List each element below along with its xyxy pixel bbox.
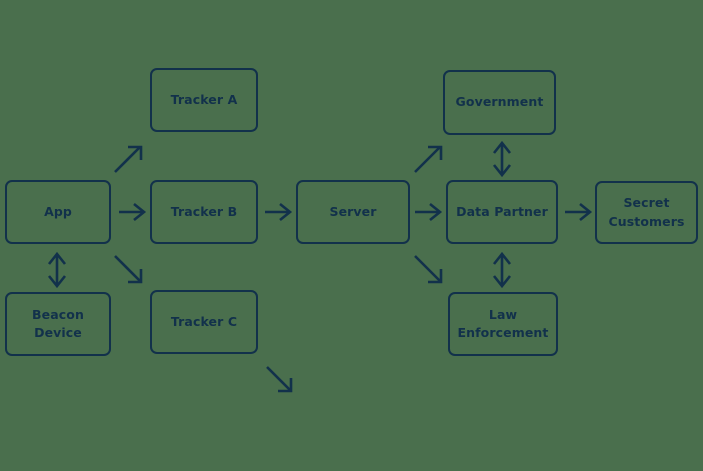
node-label-tracker-b: Tracker B [170,203,238,219]
node-label-government: Government [455,94,544,110]
arrow-tracker-c-downstream-icon [264,364,294,394]
node-beacon-device[interactable]: Beacon Device [5,292,111,356]
arrow-server-to-data-partner-icon [413,201,443,223]
node-tracker-c[interactable]: Tracker C [150,290,258,354]
node-tracker-b[interactable]: Tracker B [150,180,258,244]
arrow-tracker-b-to-server-icon [263,201,293,223]
node-data-partner[interactable]: Data Partner [446,180,558,244]
arrow-app-beacon-device-icon [45,251,69,289]
node-label-tracker-c: Tracker C [170,313,238,329]
node-label-tracker-a: Tracker A [170,91,238,107]
arrow-server-to-law-enforcement-icon [412,253,444,285]
node-government[interactable]: Government [443,70,556,135]
node-label-server: Server [329,203,377,219]
node-server[interactable]: Server [296,180,410,244]
node-label-law-enforcement: Law Enforcement [457,306,549,340]
node-law-enforcement[interactable]: Law Enforcement [448,292,558,356]
node-label-secret-customers: Secret Customers [608,195,685,229]
arrow-data-partner-law-enforcement-icon [490,251,514,289]
node-label-app: App [44,203,72,219]
node-label-data-partner: Data Partner [456,203,548,219]
arrow-app-to-tracker-a-icon [112,143,144,175]
node-label-beacon-device: Beacon Device [32,306,84,340]
node-app[interactable]: App [5,180,111,244]
arrow-data-partner-to-secret-customers-icon [563,201,593,223]
arrow-app-to-tracker-c-icon [112,253,144,285]
node-secret-customers[interactable]: Secret Customers [595,181,698,244]
arrow-server-to-government-icon [412,143,444,175]
arrow-app-to-tracker-b-icon [117,201,147,223]
arrow-data-partner-government-icon [490,140,514,178]
node-tracker-a[interactable]: Tracker A [150,68,258,132]
